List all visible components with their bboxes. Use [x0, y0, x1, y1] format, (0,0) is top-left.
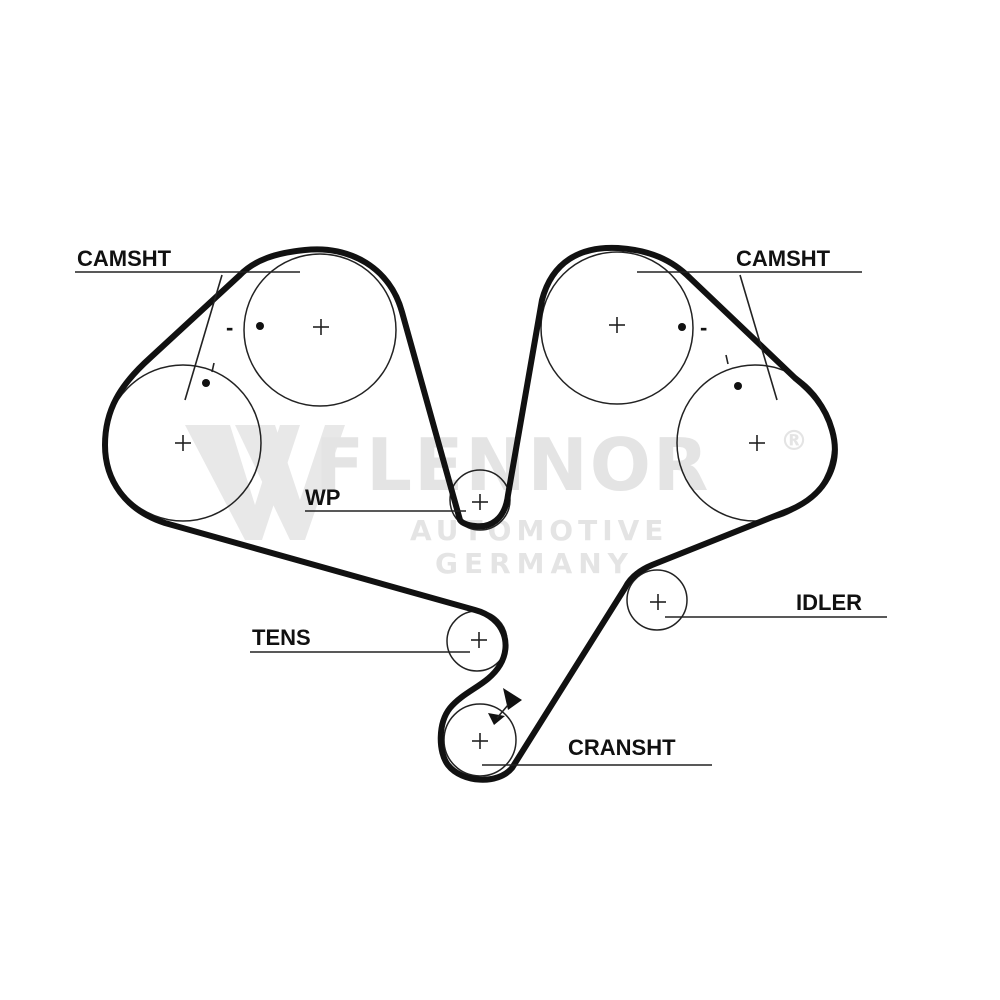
label-camshaft-left: CAMSHT — [77, 246, 172, 271]
label-idler: IDLER — [796, 590, 862, 615]
center-cross-tensioner — [471, 632, 487, 648]
timing-dot-left-lower — [202, 379, 210, 387]
center-cross-idler — [650, 594, 666, 610]
watermark-logo-mark — [185, 425, 345, 540]
watermark-registered: ® — [780, 424, 808, 457]
rotation-arrow — [488, 688, 522, 725]
label-crankshaft: CRANSHT — [568, 735, 676, 760]
leader-camshaft-left-diag — [184, 274, 223, 401]
timing-minus-right: - — [700, 315, 707, 340]
label-water-pump: WP — [305, 485, 340, 510]
center-cross-right-upper — [609, 317, 625, 333]
center-cross-water-pump — [472, 494, 488, 510]
label-tensioner: TENS — [252, 625, 311, 650]
center-cross-right-lower — [749, 435, 765, 451]
camshaft-pulley-left-upper — [243, 253, 397, 407]
timing-dot-left-upper — [256, 322, 264, 330]
watermark: FLENNOR ® AUTOMOTIVE GERMANY — [185, 423, 808, 580]
crankshaft-pulley — [443, 703, 517, 777]
camshaft-pulley-right-upper — [540, 251, 694, 405]
label-camshaft-right: CAMSHT — [736, 246, 831, 271]
timing-dot-right-lower — [734, 382, 742, 390]
idler-pulley — [626, 569, 688, 631]
watermark-line1: AUTOMOTIVE — [410, 514, 668, 547]
watermark-line2: GERMANY — [435, 547, 634, 580]
leader-camshaft-right-diag — [739, 274, 778, 401]
timing-minus-left: - — [226, 315, 233, 340]
timing-tick-left-lower — [211, 362, 215, 373]
timing-dot-right-upper — [678, 323, 686, 331]
timing-belt — [102, 244, 838, 783]
center-cross-left-upper — [313, 319, 329, 335]
center-cross-left-lower — [175, 435, 191, 451]
center-cross-crankshaft — [472, 733, 488, 749]
timing-tick-right-lower — [725, 354, 729, 365]
